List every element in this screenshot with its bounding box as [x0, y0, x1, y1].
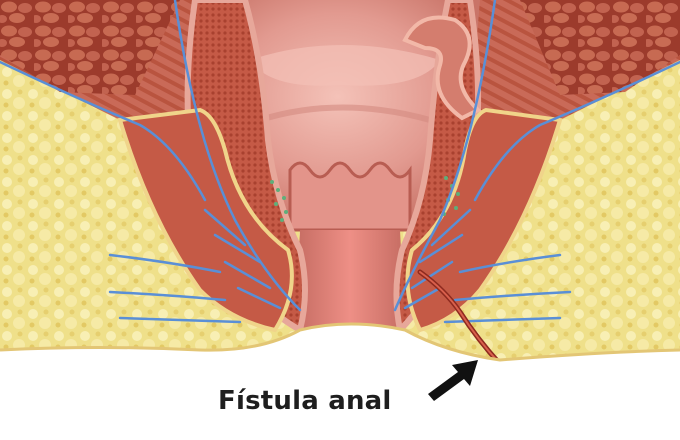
anal-canal	[295, 230, 405, 330]
anal-columns	[290, 163, 410, 230]
diagram-caption: Fístula anal	[218, 386, 392, 416]
